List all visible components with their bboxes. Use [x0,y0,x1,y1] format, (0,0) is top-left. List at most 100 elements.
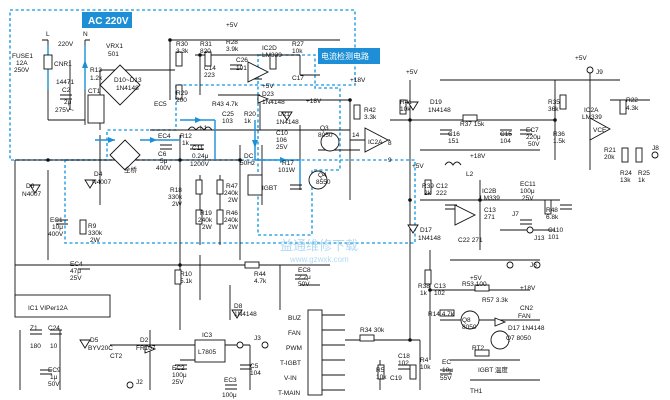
label-v18c: +18V [470,153,486,160]
label-c10-v2: 25V [276,144,288,151]
label-ec7-v: 220μ [526,134,541,141]
label-d2-v: FR107 [136,345,156,352]
label-c6: C6 [158,151,167,158]
label-v220: 220V [58,41,74,48]
label-r9-v: 330k [88,230,103,237]
label-ec11-v2: 25V [522,195,534,202]
label-L: L [46,31,50,38]
label-ec9-v2: 50V [48,381,60,388]
label-r12: R12 [180,133,192,140]
label-ec4-top: EC4 [158,133,171,140]
label-ec2: EC2 [172,365,185,372]
label-c6-v2: 400V [156,165,172,172]
label-r47-v2: 2W [228,197,239,204]
label-d23: D23 [262,91,274,98]
label-c17: C17 [292,75,304,82]
label-j7: J7 [512,211,519,218]
label-r18: R18 [170,187,182,194]
label-d21-v: 1N4148 [276,119,299,126]
ic3-l7805 [194,339,226,363]
label-c11: C11 [192,145,204,152]
label-d17b: D17 1N4148 [508,325,545,332]
label-c10-v: 106 [276,137,287,144]
label-r37: R37 15k [460,121,485,128]
label-c25: C25 [222,111,234,118]
bridge-rectifier-1 [99,64,141,106]
label-r44: R44 [254,271,266,278]
label-r4: R4 [420,357,429,364]
label-d23-v: 1N4148 [262,99,285,106]
label-vrx1: VRX1 [106,43,123,50]
label-r38: R38 [418,283,430,290]
label-c16-v: 151 [448,138,459,145]
label-r20-v: 1k [244,118,252,125]
label-v5e: +5V [412,163,424,170]
label-q8: Q8 [462,317,471,324]
label-ec: EC [442,359,451,366]
label-fuse-a: 12A [16,60,28,67]
label-r48-v: 6.8k [546,214,559,221]
label-d19: D19 [430,99,442,106]
igbt-symbol [247,174,263,196]
label-r21-v: 20k [604,154,615,161]
label-j8: J8 [652,145,659,152]
label-r27: R27 [292,41,304,48]
label-r14: R14 4.7k [428,311,455,318]
label-ic1: IC1 VIPer12A [28,305,68,312]
label-c15: C15 [500,131,512,138]
label-r42-v: 3.3k [364,114,377,121]
label-r57: R57 3.3k [482,297,509,304]
label-r41-v: 10k [400,106,411,113]
label-d5-v: BYV20C [88,345,113,352]
ic2a-comparator [589,117,611,141]
label-r13-v: 1.2k [90,75,103,82]
label-c2-v: 2μ [64,99,72,106]
label-ec-v2: 55V [440,375,452,382]
label-c13: C13 [484,207,496,214]
label-ec11-v: 100μ [520,188,535,195]
label-vin: V-IN [284,375,297,382]
watermark: 益通维修下载 [280,238,358,253]
label-ic2d: IC2D [262,45,277,52]
label-v5d: +5V [575,55,587,62]
label-ic2a-v: LM339 [582,114,602,121]
label-ec9: EC9 [48,367,61,374]
label-r36-v: 1.5k [553,138,566,145]
label-dc-v: 50Hz [240,160,255,167]
label-r22: R22 [626,97,638,104]
label-q8-v: 8050 [462,324,477,331]
label-q4: Q4 [318,172,327,179]
label-ec4: EC4 [70,261,83,268]
label-c24-v: 10 [50,343,58,350]
label-q4-v: 8550 [316,179,331,186]
label-d10: D10~D13 [114,77,142,84]
component-labels: L N 220V FUSE1 12A 250V CNR1 14471 C2 2μ… [12,22,659,399]
label-N: N [83,31,88,38]
label-c18-v: 102 [398,360,409,367]
label-ic2a-tag: IC2A [368,139,383,146]
label-r25: R25 [638,170,650,177]
label-tmain: T-MAIN [278,390,300,397]
label-v18b: +18V [350,77,366,84]
label-z1-v: 180 [30,343,41,350]
label-quanqiao: 全桥 [124,165,138,174]
label-r30-v: 3.3k [176,48,189,55]
current-detect-region [257,54,341,236]
label-ec1-v2: 400V [48,231,64,238]
label-r5: R5 [376,367,385,374]
label-v18d: +18V [520,285,536,292]
label-r10: R10 [180,271,192,278]
ct1-transformer [87,94,105,124]
label-j13: J13 [534,235,545,242]
label-c5: C5 [250,363,259,370]
label-r27-v: 10k [292,48,303,55]
label-ct1: CT1 [88,88,101,95]
label-pwm: PWM [286,345,302,352]
label-r28-v: 3.9k [226,46,239,53]
ic2b-comparator [454,204,477,226]
label-d21: D21 [278,111,290,118]
label-rt2: RT2 [472,345,485,352]
label-c12-v: 222 [436,190,447,197]
label-r41: R41 [400,99,412,106]
label-ec11: EC11 [520,181,536,188]
